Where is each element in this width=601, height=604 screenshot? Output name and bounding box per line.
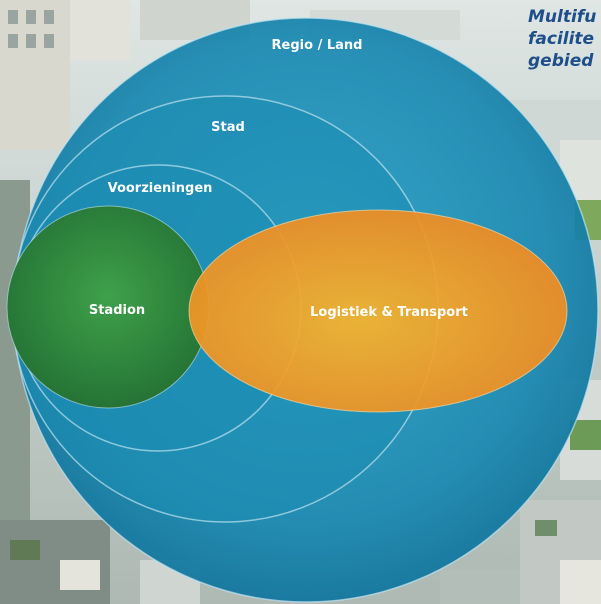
voorzieningen-label: Voorzieningen <box>108 181 213 196</box>
caption-line-2: facilite <box>528 29 595 49</box>
caption-line-3: gebied <box>528 51 594 71</box>
logistiek-transport-ellipse <box>188 209 568 413</box>
regio-land-label: Regio / Land <box>272 38 363 53</box>
caption-line-1: Multifu <box>528 7 597 27</box>
stadion-label: Stadion <box>89 303 145 318</box>
stad-label: Stad <box>211 120 245 135</box>
caption-text: Multifu facilite gebied <box>528 6 601 72</box>
logistiek-transport-label: Logistiek & Transport <box>310 305 468 320</box>
